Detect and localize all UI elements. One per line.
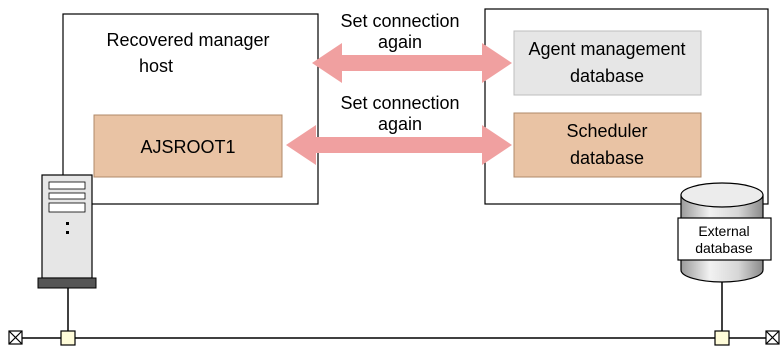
network-connector-left (60, 330, 76, 346)
external-db-label-line1: External (698, 223, 749, 239)
scheduler-db-label-line1: Scheduler (566, 121, 647, 141)
scheduler-db-label-line2: database (570, 148, 644, 168)
agent-db-label-line1: Agent management (528, 39, 685, 59)
left-host-title-line1: Recovered manager (106, 30, 269, 50)
ajsroot1-label: AJSROOT1 (140, 137, 235, 157)
connection-bottom-label-line2: again (378, 114, 422, 134)
network-terminator-right (765, 330, 780, 345)
connection-arrow-bottom (286, 125, 512, 165)
connection-top-label-line2: again (378, 32, 422, 52)
connection-arrow-top (312, 43, 512, 83)
agent-management-database-box (513, 30, 702, 96)
left-host-title-line2: host (139, 56, 173, 76)
connection-top-label-line1: Set connection (340, 11, 459, 31)
network-terminator-left (8, 330, 23, 345)
external-database-icon: External database (677, 182, 772, 332)
network-connector-right (714, 330, 730, 346)
scheduler-database-box (513, 112, 702, 178)
connection-bottom-label-line1: Set connection (340, 93, 459, 113)
external-db-label-line2: database (695, 240, 753, 256)
agent-db-label-line2: database (570, 66, 644, 86)
external-database-label-box (677, 217, 772, 261)
ajsroot1-box (93, 114, 283, 178)
server-tower-icon (37, 174, 97, 332)
